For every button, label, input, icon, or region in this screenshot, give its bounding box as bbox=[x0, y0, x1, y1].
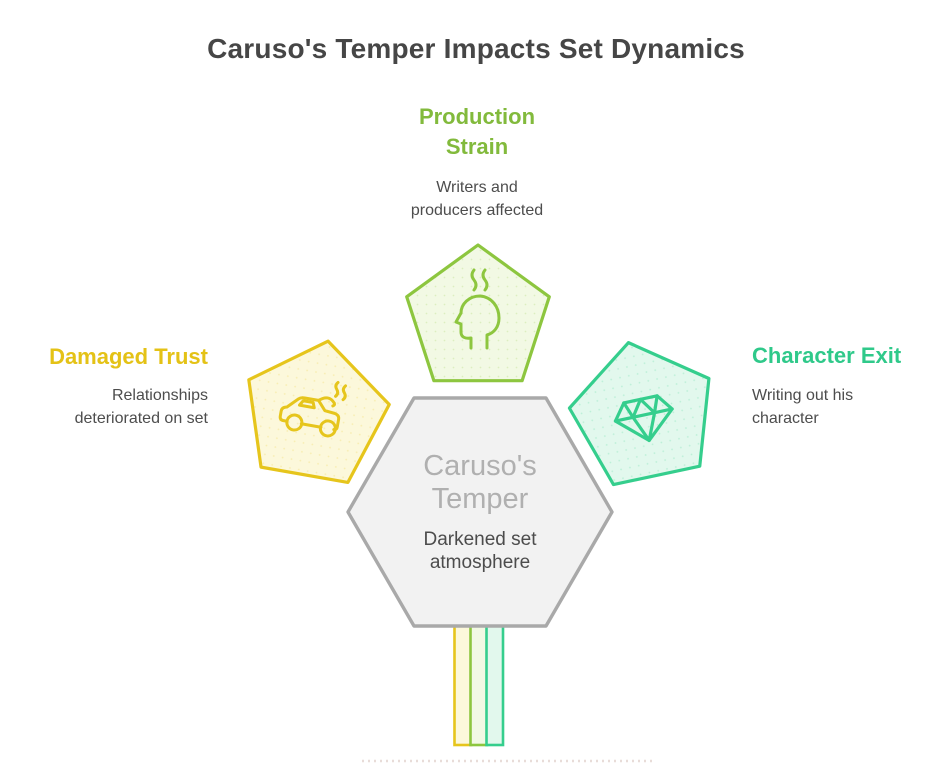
center-node-description: Darkened set atmosphere bbox=[423, 529, 537, 573]
stem-green bbox=[469, 610, 489, 747]
branch-damaged-trust: Damaged Trust Relationships deteriorated… bbox=[8, 344, 208, 430]
branch-label: Production Strain bbox=[418, 104, 536, 159]
branch-label: Damaged Trust bbox=[49, 344, 208, 369]
page-title: Caruso's Temper Impacts Set Dynamics bbox=[207, 33, 745, 64]
branch-description: Writing out his character bbox=[752, 387, 854, 427]
branch-label: Character Exit bbox=[752, 343, 902, 368]
stem-bars bbox=[453, 610, 505, 747]
hexagon-carusos-temper bbox=[346, 396, 614, 628]
center-node-title: Caruso's Temper bbox=[423, 450, 537, 515]
stressed-head-icon bbox=[454, 268, 501, 350]
pentagon-damaged-trust bbox=[247, 339, 391, 485]
center-node-text: Caruso's Temper Darkened set atmosphere bbox=[400, 450, 560, 574]
branch-description: Relationships deteriorated on set bbox=[74, 387, 208, 427]
branch-description: Writers and producers affected bbox=[410, 179, 544, 219]
diamond-icon bbox=[613, 394, 674, 443]
stem-teal bbox=[485, 610, 505, 747]
pentagon-character-exit bbox=[567, 341, 711, 487]
pentagon-production-strain bbox=[405, 243, 551, 383]
car-breakdown-icon bbox=[278, 380, 348, 438]
stem-yellow bbox=[453, 610, 473, 747]
branch-production-strain: Production Strain Writers and producers … bbox=[397, 102, 557, 222]
branch-character-exit: Character Exit Writing out his character bbox=[752, 343, 942, 430]
